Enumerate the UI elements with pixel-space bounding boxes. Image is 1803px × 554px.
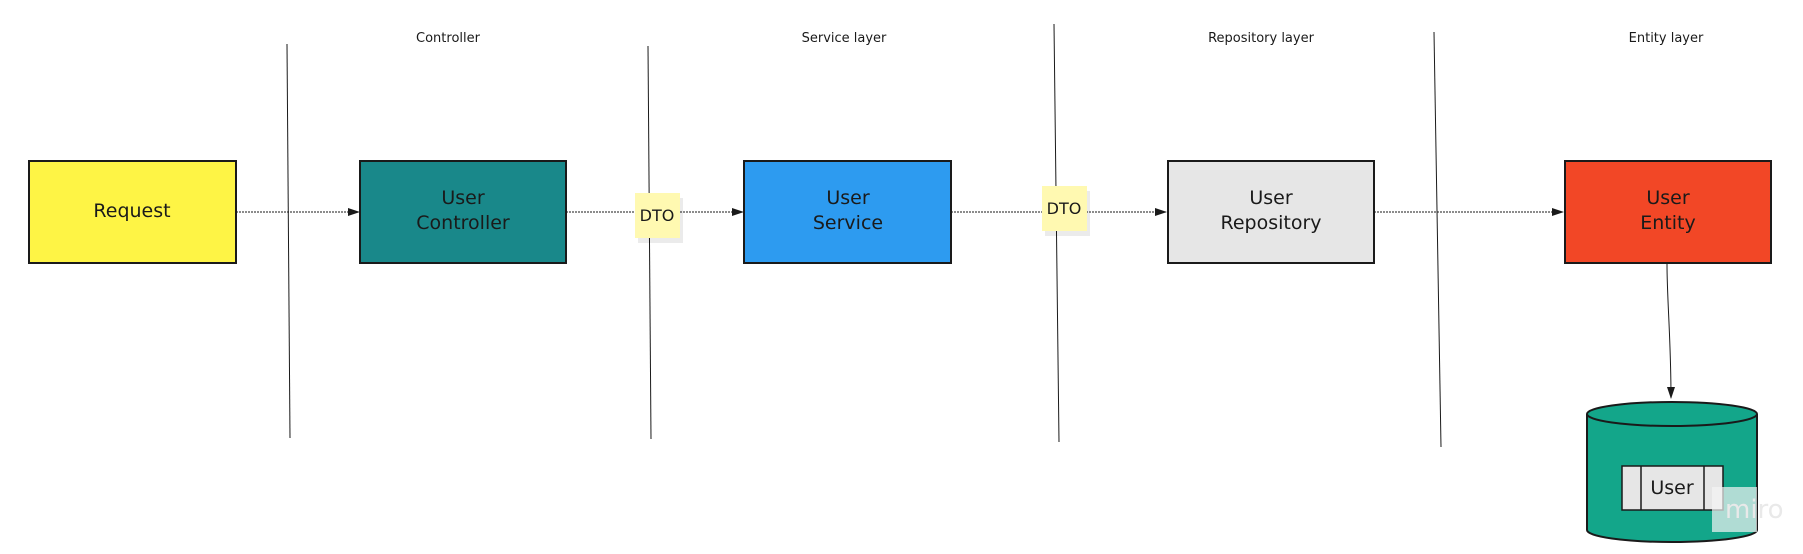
database-table-user-label: User <box>1650 477 1693 499</box>
layer-label-controller: Controller <box>416 31 481 46</box>
layer-divider-4 <box>1433 31 1442 448</box>
user-entity-box-label-line1: User <box>1646 187 1689 209</box>
request-box-label: Request <box>93 200 170 222</box>
dto-sticky-note-1-label: DTO <box>640 206 675 225</box>
miro-watermark: miro <box>1725 495 1784 525</box>
user-controller-box-label-line2: Controller <box>416 212 510 234</box>
user-entity-box[interactable]: User Entity <box>1564 160 1772 264</box>
user-entity-box-label-line2: Entity <box>1640 212 1695 234</box>
request-box[interactable]: Request <box>28 160 237 264</box>
layer-divider-2 <box>647 45 652 440</box>
layer-label-entity: Entity layer <box>1629 31 1704 46</box>
user-service-box-label-line2: Service <box>813 212 883 234</box>
arrow-entity-to-database <box>1666 263 1675 399</box>
layer-divider-1 <box>286 43 291 439</box>
dto-sticky-note-2-label: DTO <box>1047 199 1082 218</box>
dto-sticky-note-2[interactable]: DTO <box>1042 186 1090 236</box>
layer-label-repository: Repository layer <box>1208 31 1315 46</box>
user-controller-box-label-line1: User <box>441 187 484 209</box>
layer-divider-3 <box>1053 23 1060 443</box>
user-repository-box[interactable]: User Repository <box>1167 160 1375 264</box>
dto-sticky-note-1[interactable]: DTO <box>635 193 683 243</box>
miro-watermark-backdrop <box>1712 487 1757 532</box>
database-table-user[interactable]: User <box>1621 465 1724 511</box>
user-service-box-label-line1: User <box>826 187 869 209</box>
user-service-box[interactable]: User Service <box>743 160 952 264</box>
user-repository-box-label-line2: Repository <box>1220 212 1321 234</box>
user-controller-box[interactable]: User Controller <box>359 160 567 264</box>
user-repository-box-label-line1: User <box>1249 187 1292 209</box>
layer-label-service: Service layer <box>802 31 887 46</box>
